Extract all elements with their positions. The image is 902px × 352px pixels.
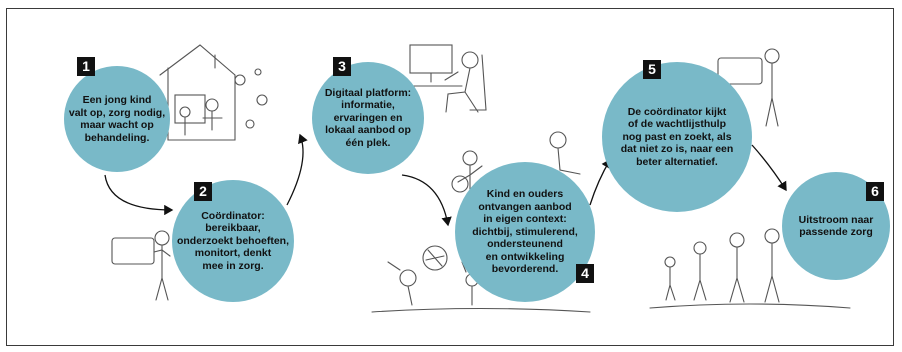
flow-arrows [104, 133, 787, 227]
virus-sketches [234, 68, 268, 129]
desk-figure [404, 44, 487, 113]
diagram-frame [6, 8, 894, 346]
step-5-badge: 5 [643, 60, 661, 79]
step-2-text: Coördinator: bereikbaar, onderzoekt beho… [176, 209, 289, 272]
step-1-text: Een jong kind valt op, zorg nodig, maar … [68, 94, 166, 144]
step-4-badge: 4 [576, 264, 594, 283]
step-1-circle: Een jong kind valt op, zorg nodig, maar … [64, 66, 170, 172]
step-6-badge: 6 [866, 182, 884, 201]
step-3-text: Digitaal platform: informatie, ervaringe… [324, 86, 412, 149]
step-4-text: Kind en ouders ontvangen aanbod in eigen… [472, 188, 578, 276]
step-3-circle: Digitaal platform: informatie, ervaringe… [312, 62, 424, 174]
step-3-badge: 3 [333, 57, 351, 76]
tablet-figure-left [111, 230, 171, 301]
step-2-badge: 2 [194, 182, 212, 201]
step-2-circle: Coördinator: bereikbaar, onderzoekt beho… [172, 180, 294, 302]
house-sketch [159, 44, 236, 141]
step-5-circle: De coördinator kijkt of de wachtlijsthul… [602, 62, 752, 212]
step-4-circle: Kind en ouders ontvangen aanbod in eigen… [455, 162, 595, 302]
tablet-figure-right [717, 48, 780, 127]
step-1-badge: 1 [77, 57, 95, 76]
growing-figures [649, 228, 851, 309]
step-5-text: De coördinator kijkt of de wachtlijsthul… [620, 105, 734, 168]
step-6-text: Uitstroom naar passende zorg [798, 213, 874, 239]
